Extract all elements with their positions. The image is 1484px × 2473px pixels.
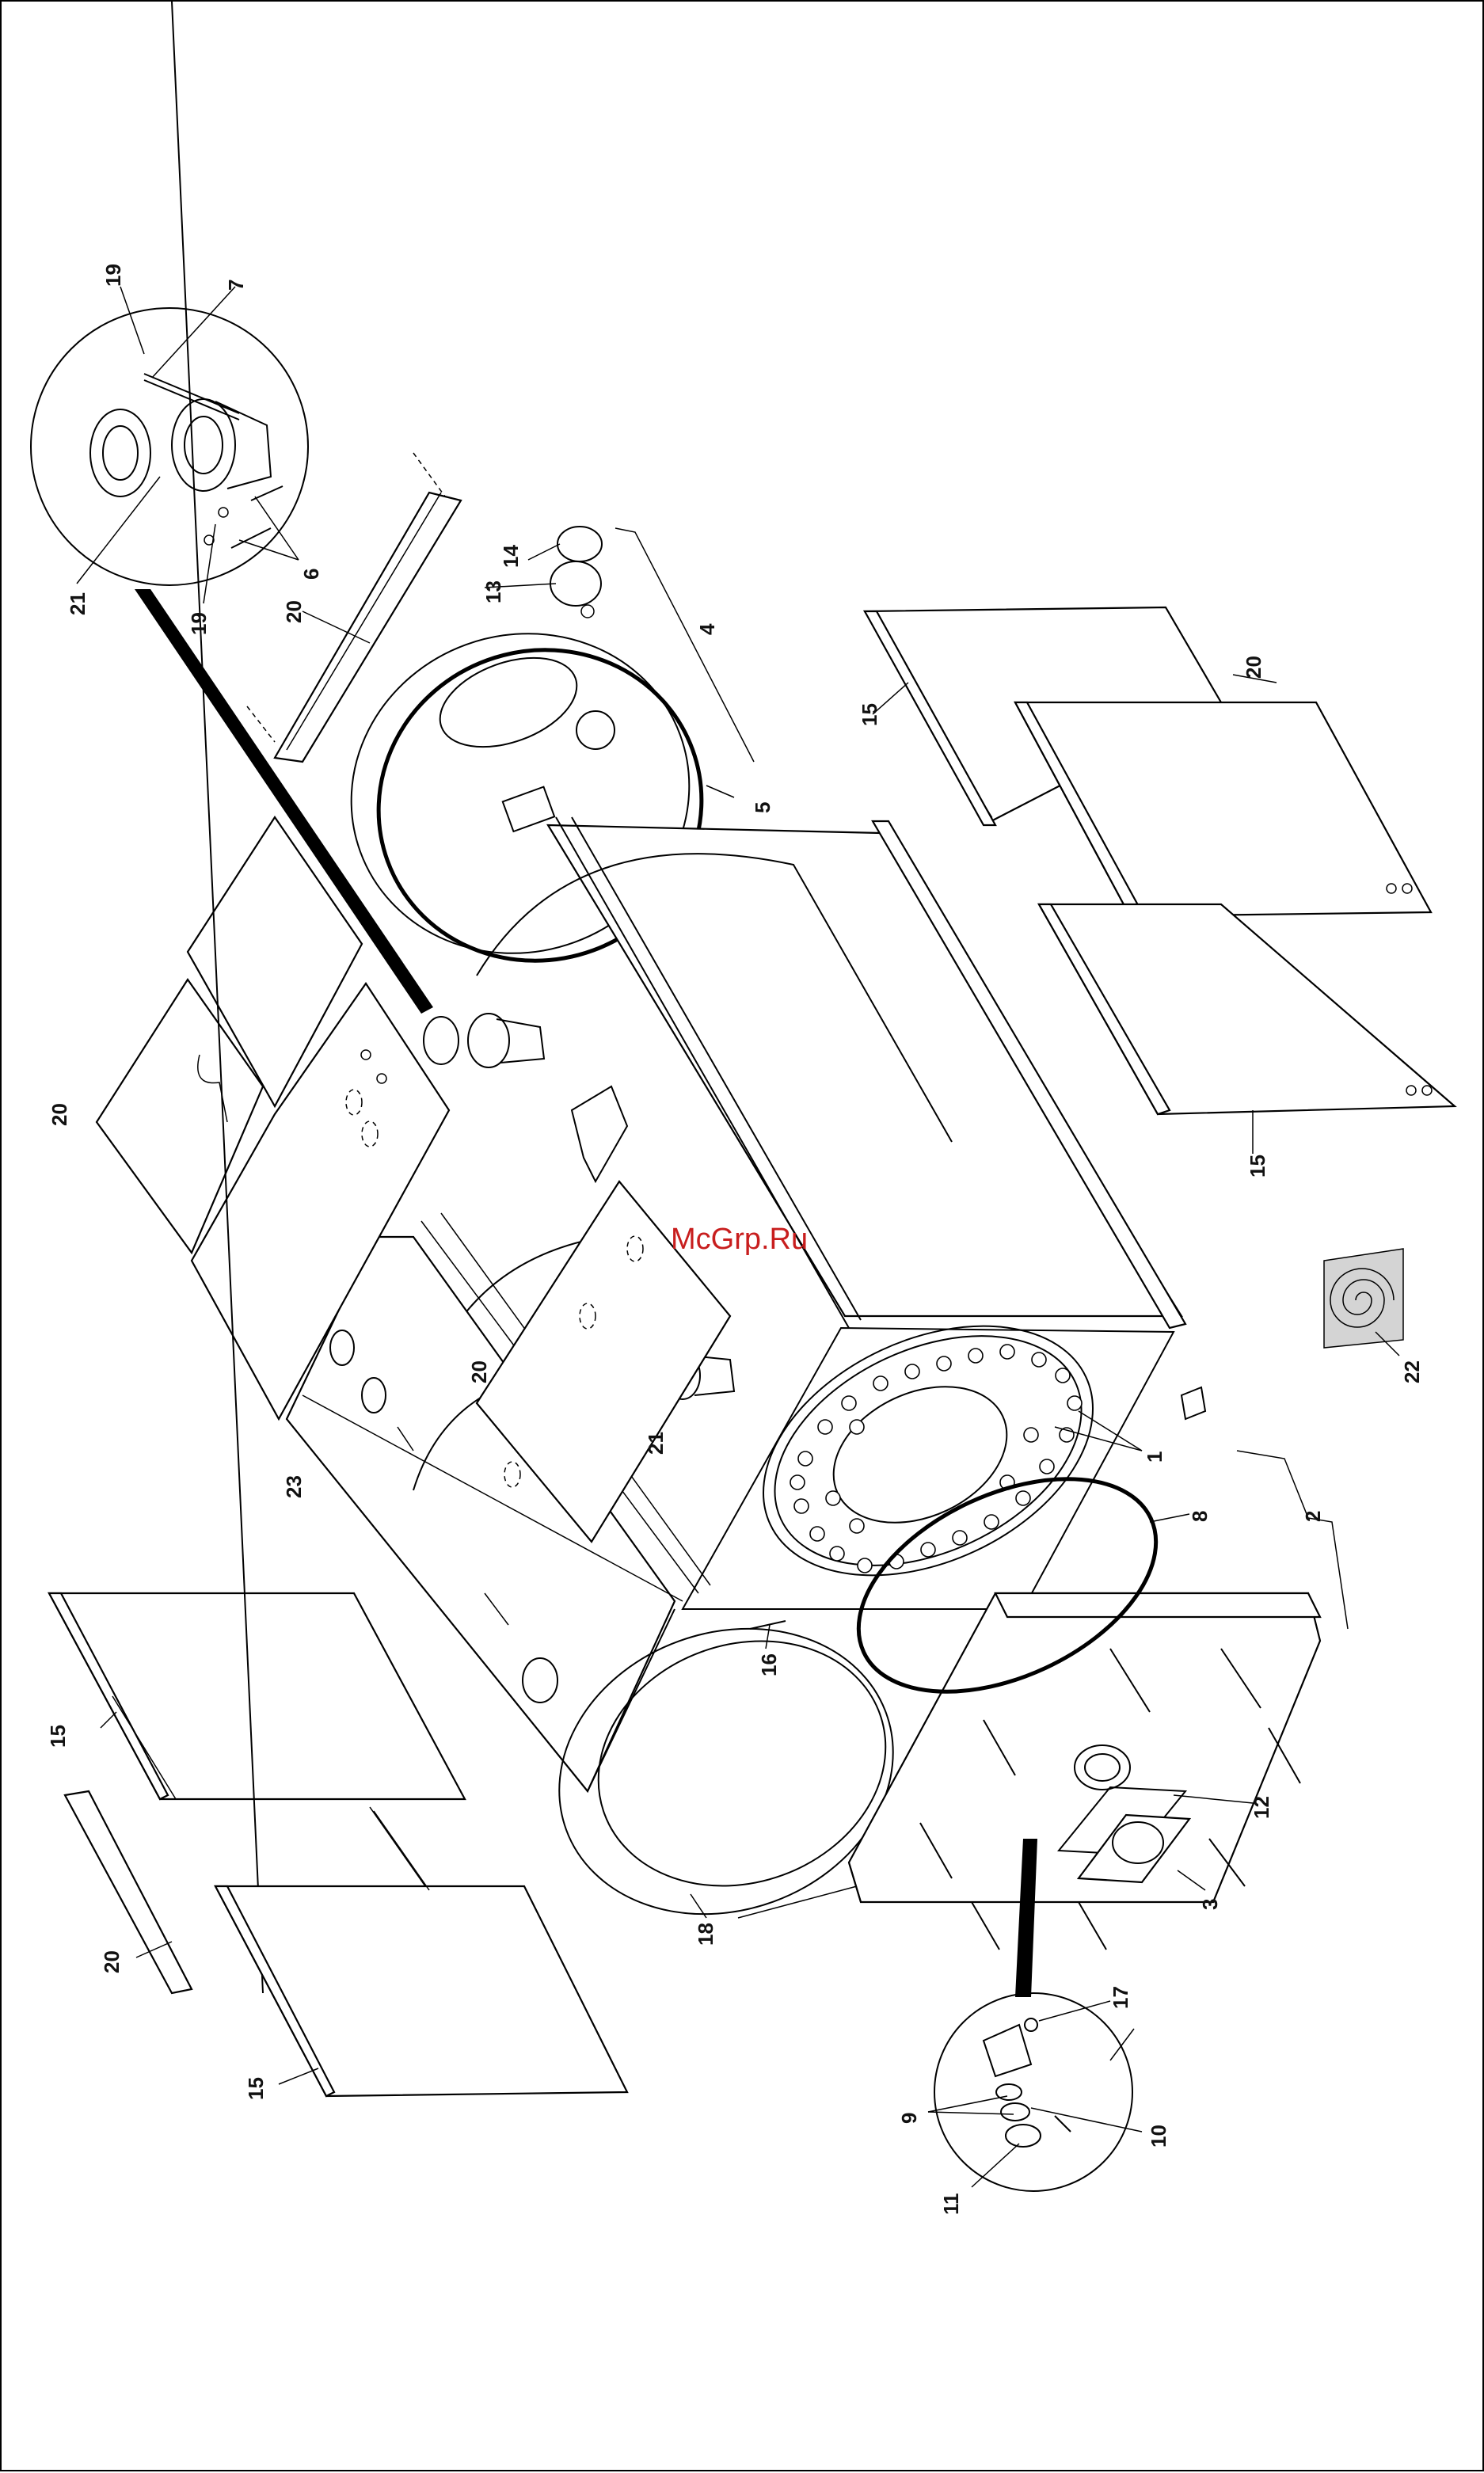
callout-22: 22 [1400,1360,1424,1383]
callout-9: 9 [897,2113,921,2124]
callout-21-top: 21 [66,592,89,615]
callout-17: 17 [1109,1986,1132,2009]
watermark: McGrp.Ru [671,1223,808,1256]
callout-4: 4 [695,623,719,635]
callout-15-right: 15 [1246,1155,1269,1178]
callout-15-top: 15 [858,703,881,726]
callout-1: 1 [1143,1451,1166,1463]
callout-11: 11 [939,2193,963,2216]
callout-19-top: 19 [101,264,125,287]
callout-6: 6 [299,569,323,580]
callout-7: 7 [224,280,248,291]
callout-23: 23 [282,1475,306,1498]
callout-20-mid: 20 [467,1360,491,1383]
callout-15-lower: 15 [46,1725,70,1748]
detail-circle-top [31,287,308,603]
callout-15-bottom: 15 [244,2077,268,2100]
callout-2: 2 [1301,1511,1325,1522]
callout-12: 12 [1250,1796,1273,1819]
insulation-pad [1324,1249,1403,1356]
callout-20-rail: 20 [282,600,306,623]
callout-19-mid: 19 [187,612,211,635]
callout-20-right: 20 [1242,656,1265,679]
top-rail [247,453,461,762]
callout-14: 14 [499,545,523,568]
callout-5: 5 [751,802,774,813]
callout-20-lower: 20 [100,1950,124,1973]
callout-21-mid: 21 [644,1432,668,1455]
callout-13: 13 [481,580,505,603]
callout-18: 18 [694,1923,717,1946]
callout-16: 16 [757,1653,781,1676]
callout-20-left: 20 [48,1103,71,1126]
callout-3: 3 [1198,1899,1222,1910]
callout-10: 10 [1147,2125,1170,2148]
callout-8: 8 [1188,1511,1212,1522]
